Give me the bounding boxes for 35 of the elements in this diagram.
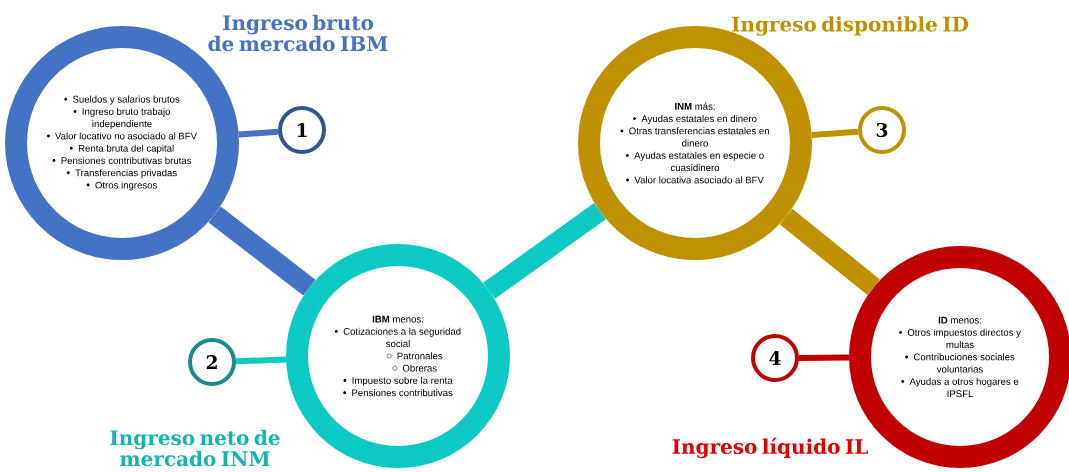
heading: Ingreso líquido IL bbox=[672, 437, 868, 459]
list-item: Valor locativa asociado al BFV bbox=[626, 176, 764, 184]
list-item: Otros impuestos directos y multas bbox=[899, 328, 1021, 349]
number-badge: 4 bbox=[751, 334, 799, 382]
list-heading: INM más: bbox=[675, 102, 715, 110]
list-heading: IBM menos: bbox=[372, 315, 423, 323]
list-item: Ayudas estatales en especie o cuasidinero bbox=[625, 151, 764, 172]
list-heading: ID menos: bbox=[938, 316, 981, 324]
list-item: Transferencias privadas bbox=[66, 169, 177, 179]
list-item: Pensiones contributivas brutas bbox=[52, 156, 192, 164]
sub-list-item: Patronales bbox=[386, 352, 443, 360]
heading: Ingreso bruto de mercado IBM bbox=[208, 14, 388, 52]
list-item: Sueldos y salarios brutos bbox=[64, 95, 180, 105]
connector-line bbox=[235, 356, 287, 365]
list-item: Ingreso bruto trabajo independiente bbox=[73, 107, 170, 130]
connector-bar bbox=[779, 208, 880, 296]
list-item: Valor locativo no asociado al BFV bbox=[47, 132, 197, 140]
connector-line bbox=[811, 128, 859, 138]
list-item: Contribuciones sociales voluntarias bbox=[905, 353, 1015, 373]
connector-bar bbox=[208, 206, 316, 296]
list-item: Ayudas a otros hogares e IPSFL bbox=[901, 377, 1019, 398]
heading: Ingreso neto de mercado INM bbox=[110, 429, 280, 467]
list-item: Pensiones contributivas bbox=[343, 389, 453, 397]
connector-line bbox=[238, 128, 279, 138]
connector-line bbox=[799, 354, 850, 361]
number-badge: 2 bbox=[188, 338, 236, 386]
connector-bar bbox=[483, 203, 606, 299]
list-item: Otros ingresos bbox=[86, 181, 157, 191]
list-item: Ayudas estatales en dinero bbox=[633, 115, 757, 124]
list-item: Cotizaciones a la seguridad social bbox=[334, 327, 461, 348]
list-item: Impuesto sobre la renta bbox=[343, 376, 453, 386]
list-item: Renta bruta del capital bbox=[69, 144, 174, 154]
heading: Ingreso disponible ID bbox=[732, 16, 969, 36]
list-item: Otras transferencias estatales en dinero bbox=[620, 127, 769, 147]
sub-list-item: Obreras bbox=[392, 364, 437, 372]
